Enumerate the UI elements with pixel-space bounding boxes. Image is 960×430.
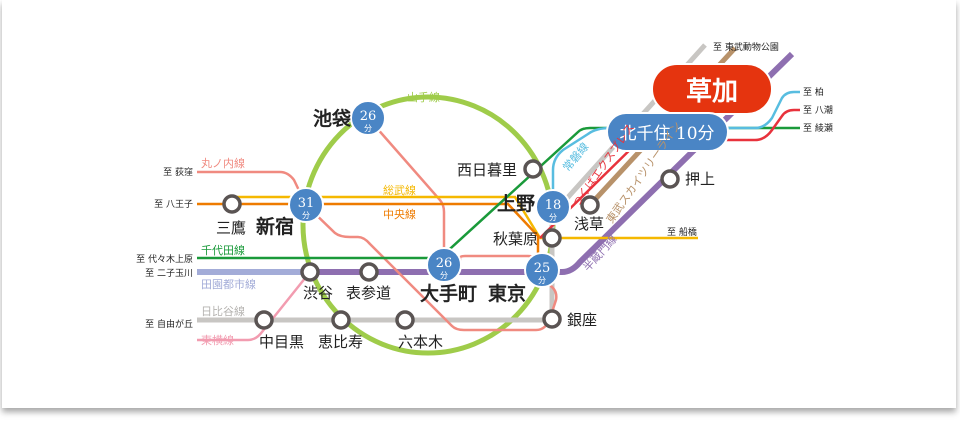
label-chiyoda: 千代田線 [201, 243, 245, 257]
dest-tobudobutsukoen: 至 東武動物公園 [713, 41, 779, 53]
label-sobu: 総武線 [383, 183, 416, 197]
station-asakusa: 浅草 [574, 215, 604, 233]
station-otemachi: 大手町 [420, 282, 477, 305]
station-nakameguro: 中目黒 [259, 333, 304, 351]
kitasenju-label: 北千住 10分 [619, 124, 714, 144]
hub-ikebukuro: 26分 [350, 100, 386, 136]
svg-text:26: 26 [360, 109, 377, 124]
chiyoda-line [197, 126, 800, 260]
station-ginza-marker [542, 309, 562, 329]
label-toyoko: 東横線 [201, 333, 234, 347]
station-shibuya-marker [300, 262, 320, 282]
station-oshiage-marker [660, 169, 680, 189]
station-nishinippori: 西日暮里 [457, 161, 517, 179]
station-tokyo: 東京 [488, 282, 526, 305]
marunouchi-line [197, 170, 558, 332]
station-roppongi: 六本木 [398, 333, 443, 351]
station-oshiage: 押上 [685, 170, 715, 188]
dest-kashiwa: 至 柏 [803, 86, 824, 98]
station-roppongi-marker [395, 310, 415, 330]
dest-ayase: 至 綾瀬 [803, 122, 833, 134]
dest-futakotamagawa: 至 二子玉川 [145, 268, 193, 279]
station-ebisu-marker [331, 310, 351, 330]
svg-text:26: 26 [436, 256, 453, 271]
label-hibiya: 日比谷線 [201, 304, 245, 318]
station-asakusa-marker [580, 195, 600, 215]
sobu-line [232, 195, 698, 240]
station-mitaka-marker [222, 194, 242, 214]
station-omotesando-marker [359, 262, 379, 282]
dest-ogikubo: 至 荻窪 [163, 166, 193, 178]
station-nakameguro-marker [254, 310, 274, 330]
label-denentoshi: 田園都市線 [201, 277, 256, 291]
hanzomon-line [310, 51, 795, 275]
station-shinjuku: 新宿 [256, 215, 294, 238]
svg-text:分: 分 [538, 276, 546, 285]
tsukuba-line [539, 108, 800, 239]
hub-shinjuku: 31分 [288, 187, 324, 223]
station-shibuya: 渋谷 [303, 284, 333, 302]
label-yamanote: 山手線 [407, 90, 440, 104]
station-akihabara: 秋葉原 [493, 230, 538, 248]
dest-jiyugaoka: 至 自由が丘 [145, 318, 193, 330]
station-omotesando: 表参道 [346, 284, 391, 302]
station-akihabara-marker [542, 228, 562, 248]
toyoko-line [197, 271, 311, 342]
station-mitaka: 三鷹 [216, 219, 246, 237]
hub-tokyo: 25分 [524, 252, 560, 288]
svg-text:分: 分 [302, 211, 310, 220]
station-ginza: 銀座 [567, 311, 597, 329]
dest-yashio: 至 八潮 [803, 104, 833, 116]
svg-text:18: 18 [545, 198, 562, 213]
station-nishinippori-marker [523, 159, 543, 179]
kitasenju-badge [606, 112, 729, 152]
svg-text:分: 分 [364, 124, 372, 133]
svg-text:31: 31 [298, 196, 315, 211]
hub-ueno: 18分 [535, 189, 571, 225]
soka-label: 草加 [686, 77, 738, 107]
svg-text:分: 分 [440, 271, 448, 280]
marunouchi-line-north [367, 117, 446, 265]
label-chuo: 中央線 [383, 207, 416, 221]
label-marunouchi: 丸ノ内線 [201, 156, 245, 170]
svg-text:25: 25 [534, 261, 551, 276]
hub-otemachi: 26分 [426, 247, 462, 283]
dest-hachioji: 至 八王子 [154, 199, 193, 210]
svg-text:分: 分 [549, 213, 557, 222]
station-ebisu: 恵比寿 [318, 333, 363, 351]
station-ueno: 上野 [497, 193, 535, 215]
station-ikebukuro: 池袋 [313, 107, 352, 130]
dest-funabashi: 至 船橋 [667, 226, 697, 238]
dest-yoyogiuehara: 至 代々木上原 [136, 253, 193, 265]
